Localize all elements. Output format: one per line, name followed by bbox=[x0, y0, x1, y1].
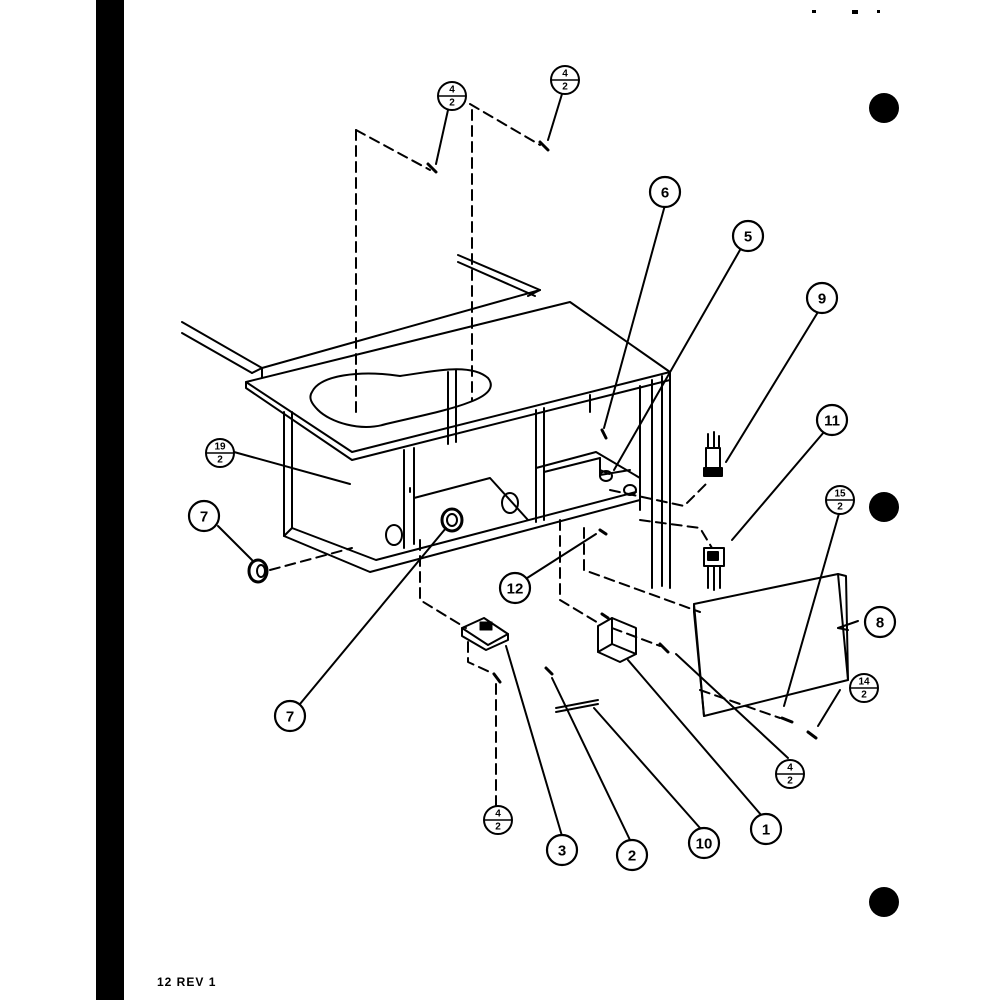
callout-p9: 9 bbox=[805, 281, 839, 315]
punch-hole-bottom bbox=[869, 887, 899, 917]
part-1-relay bbox=[597, 617, 637, 663]
callout-circle bbox=[805, 281, 839, 315]
part-10-rod bbox=[555, 699, 599, 713]
corner-marks bbox=[812, 10, 880, 14]
reference-bottom: 2 bbox=[449, 98, 455, 109]
callout-p7a: 7 bbox=[187, 499, 221, 533]
callout-number: 6 bbox=[661, 185, 669, 202]
callout-p12: 12 bbox=[498, 571, 532, 605]
callout-p7b: 7 bbox=[273, 699, 307, 733]
reference-bottom: 2 bbox=[861, 690, 867, 701]
part-8-cover-panel bbox=[693, 573, 849, 717]
callout-circle bbox=[648, 175, 682, 209]
callout-number: 10 bbox=[696, 836, 713, 853]
callout-circle bbox=[545, 833, 579, 867]
screws bbox=[426, 140, 818, 740]
reference-top: 14 bbox=[858, 677, 870, 688]
binding-strip bbox=[96, 0, 124, 1000]
reference-r19: 192 bbox=[205, 438, 235, 468]
callout-p8: 8 bbox=[863, 605, 897, 639]
leader-lines bbox=[217, 93, 859, 841]
reference-bottom: 2 bbox=[562, 82, 568, 93]
callout-p1: 1 bbox=[749, 812, 783, 846]
callout-circle bbox=[749, 812, 783, 846]
callout-p6: 6 bbox=[648, 175, 682, 209]
reference-top: 4 bbox=[495, 809, 501, 820]
reference-top: 4 bbox=[787, 763, 793, 774]
callout-number: 1 bbox=[762, 822, 770, 839]
callout-number: 11 bbox=[824, 413, 840, 430]
callout-number: 7 bbox=[286, 709, 294, 726]
callout-circle bbox=[687, 826, 721, 860]
reference-r4c: 42 bbox=[775, 759, 805, 789]
part-callouts: 6 5 9 11 8 7 7 12 3 2 10 1 bbox=[187, 175, 897, 872]
callout-p5: 5 bbox=[731, 219, 765, 253]
callout-circle bbox=[615, 838, 649, 872]
callout-circle bbox=[273, 699, 307, 733]
callout-number: 5 bbox=[744, 229, 752, 246]
part-3-bracket bbox=[461, 617, 509, 651]
cabinet-right-side bbox=[639, 371, 671, 589]
part-11-capacitor bbox=[703, 547, 725, 591]
callout-p11: 11 bbox=[815, 403, 849, 437]
reference-bottom: 2 bbox=[837, 502, 843, 513]
reference-r4b: 42 bbox=[550, 65, 580, 95]
cabinet-left-compartment bbox=[283, 369, 641, 573]
reference-top: 4 bbox=[449, 85, 455, 96]
callout-number: 7 bbox=[200, 509, 208, 526]
reference-top: 15 bbox=[834, 489, 846, 500]
reference-bottom: 2 bbox=[217, 455, 223, 466]
callout-circle bbox=[187, 499, 221, 533]
callout-circle bbox=[731, 219, 765, 253]
callout-number: 2 bbox=[628, 848, 636, 865]
part-9-terminal bbox=[703, 431, 723, 477]
callout-number: 8 bbox=[876, 615, 884, 632]
page-label: 12 REV 1 bbox=[157, 975, 217, 989]
punch-hole-top bbox=[869, 93, 899, 123]
punch-hole-middle bbox=[869, 492, 899, 522]
reference-top: 4 bbox=[562, 69, 568, 80]
reference-bottom: 2 bbox=[787, 776, 793, 787]
reference-bottom: 2 bbox=[495, 822, 501, 833]
callout-number: 3 bbox=[558, 843, 566, 860]
upper-frame-rails bbox=[181, 254, 541, 381]
reference-top: 19 bbox=[214, 442, 226, 453]
callout-number: 9 bbox=[818, 291, 826, 308]
reference-r15: 152 bbox=[825, 485, 855, 515]
reference-r4a: 42 bbox=[437, 81, 467, 111]
assembly-dashed-lines bbox=[269, 103, 781, 801]
callout-p3: 3 bbox=[545, 833, 579, 867]
callout-p2: 2 bbox=[615, 838, 649, 872]
callout-p10: 10 bbox=[687, 826, 721, 860]
reference-r14: 142 bbox=[849, 673, 879, 703]
callout-circle bbox=[815, 403, 849, 437]
callout-circle bbox=[863, 605, 897, 639]
reference-r4d: 42 bbox=[483, 805, 513, 835]
callout-number: 12 bbox=[507, 581, 524, 598]
callout-circle bbox=[498, 571, 532, 605]
part-7-plug-left bbox=[247, 558, 269, 584]
